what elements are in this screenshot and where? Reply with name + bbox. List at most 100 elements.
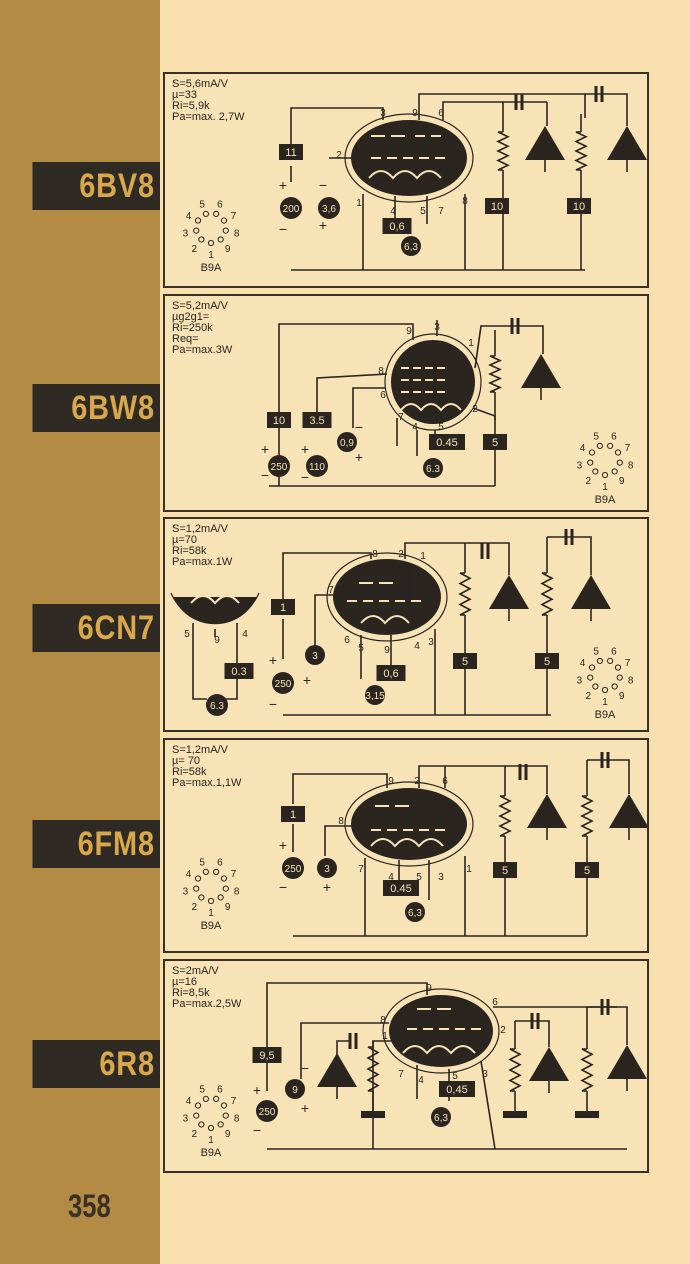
base-type-label: B9A bbox=[200, 920, 222, 932]
socket-pin bbox=[616, 674, 623, 681]
socket-pin-number: 7 bbox=[625, 658, 631, 669]
pin-number: 9 bbox=[426, 983, 432, 994]
pin-number: 9 bbox=[406, 326, 412, 337]
anode-res-box bbox=[267, 412, 291, 428]
spec-line: Pa=max.1W bbox=[172, 556, 233, 568]
output-triangle-b bbox=[607, 126, 647, 160]
supply-voltage-circle bbox=[282, 857, 304, 879]
pin-number: 3 bbox=[434, 322, 440, 333]
minus-sign: − bbox=[253, 1122, 261, 1138]
heater-voltage: 6,3 bbox=[434, 1113, 448, 1124]
pin-number: 8 bbox=[462, 196, 468, 207]
pin-number: 6 bbox=[380, 390, 386, 401]
pin-number: 5 bbox=[358, 643, 364, 654]
supply-voltage-circle bbox=[256, 1100, 278, 1122]
spec-line: Ri=5,9k bbox=[172, 100, 210, 112]
load-b: 5 bbox=[544, 656, 550, 668]
cathode-curves bbox=[400, 403, 462, 412]
wire bbox=[314, 594, 333, 647]
socket-pin bbox=[194, 875, 202, 882]
socket-pin bbox=[220, 875, 228, 882]
plus-sign: + bbox=[355, 449, 363, 465]
socket-pin bbox=[193, 885, 200, 892]
socket-pin bbox=[596, 442, 603, 450]
socket-pin bbox=[217, 894, 224, 901]
pin-number: 4 bbox=[418, 1075, 424, 1086]
socket-pin-number: 5 bbox=[199, 858, 205, 869]
wire bbox=[290, 107, 384, 148]
socket-pin bbox=[611, 683, 618, 690]
bypass-cap-b bbox=[503, 1111, 527, 1118]
pin-number: 4 bbox=[412, 422, 418, 433]
socket-pin-number: 1 bbox=[208, 908, 214, 919]
spec-line: Pa=max.1,1W bbox=[172, 777, 242, 789]
socket-pin bbox=[213, 1095, 220, 1103]
spec-line: S=2mA/V bbox=[172, 965, 219, 977]
socket-pin bbox=[220, 1102, 228, 1109]
grid-bias: 0,9 bbox=[340, 438, 354, 449]
heater-voltage: 6,3 bbox=[408, 908, 422, 919]
grid-bias: 3,6 bbox=[322, 204, 336, 215]
grid-bias-circle bbox=[305, 645, 325, 665]
heater-current-box bbox=[382, 218, 412, 234]
socket-pin-number: 9 bbox=[619, 691, 625, 702]
resistor-6r8-a bbox=[366, 1046, 380, 1092]
output-triangle-a bbox=[317, 1053, 357, 1087]
socket-pin bbox=[198, 894, 205, 901]
resistor-6cn7-b bbox=[540, 572, 554, 616]
socket-pin bbox=[213, 210, 220, 218]
wire bbox=[192, 623, 207, 700]
heater-voltage-circle bbox=[431, 1107, 451, 1127]
spec-line: Pa=max. 2,7W bbox=[172, 111, 245, 123]
screen-voltage: 110 bbox=[309, 462, 325, 473]
socket-pin-number: 7 bbox=[625, 443, 631, 454]
pin-number: 6 bbox=[442, 776, 448, 787]
tube-6cn7-envelope bbox=[333, 559, 441, 635]
heater-current-box bbox=[429, 434, 465, 450]
socket-pin-number: 9 bbox=[225, 244, 231, 255]
pin-number: 4 bbox=[242, 629, 248, 640]
load-b: 10 bbox=[573, 201, 585, 213]
supply-voltage-circle bbox=[280, 197, 302, 219]
wire bbox=[225, 623, 238, 700]
wire bbox=[474, 325, 515, 369]
socket-pin bbox=[588, 664, 596, 671]
anode-res-box bbox=[271, 599, 295, 615]
socket-pin bbox=[592, 683, 599, 690]
wire bbox=[587, 1006, 628, 1045]
pin-number: 4 bbox=[390, 206, 396, 217]
tube-6fm8-outline bbox=[344, 781, 474, 867]
wire bbox=[418, 93, 585, 120]
minus-sign: − bbox=[319, 177, 327, 193]
socket-pin bbox=[207, 1124, 215, 1132]
base-type-label: B9A bbox=[200, 262, 222, 274]
output-triangle-b bbox=[529, 1047, 569, 1081]
pin-number: 7 bbox=[328, 585, 334, 596]
socket-pin bbox=[592, 468, 599, 475]
wire bbox=[465, 542, 510, 575]
socket-pin-number: 8 bbox=[234, 887, 240, 898]
supply-voltage: 250 bbox=[259, 1107, 276, 1118]
socket-pin bbox=[198, 236, 205, 243]
socket-pin bbox=[588, 449, 596, 456]
pin-number: 5 bbox=[416, 872, 422, 883]
socket-pin-number: 8 bbox=[234, 229, 240, 240]
supply-voltage-circle bbox=[268, 455, 290, 477]
spec-line: Pa=max.2,5W bbox=[172, 998, 242, 1010]
socket-pin-number: 6 bbox=[611, 647, 617, 658]
output-triangle-c bbox=[607, 1045, 647, 1079]
socket-pin bbox=[596, 657, 603, 665]
grid-bias: 3 bbox=[324, 864, 330, 875]
tube-tab-6bv8: 6BV8 bbox=[32, 162, 160, 210]
base-type-label: B9A bbox=[594, 709, 616, 721]
supply-voltage: 250 bbox=[271, 462, 288, 473]
pin-number: 3 bbox=[482, 1069, 488, 1080]
socket-pin bbox=[601, 471, 609, 479]
output-triangle-a bbox=[527, 794, 567, 828]
